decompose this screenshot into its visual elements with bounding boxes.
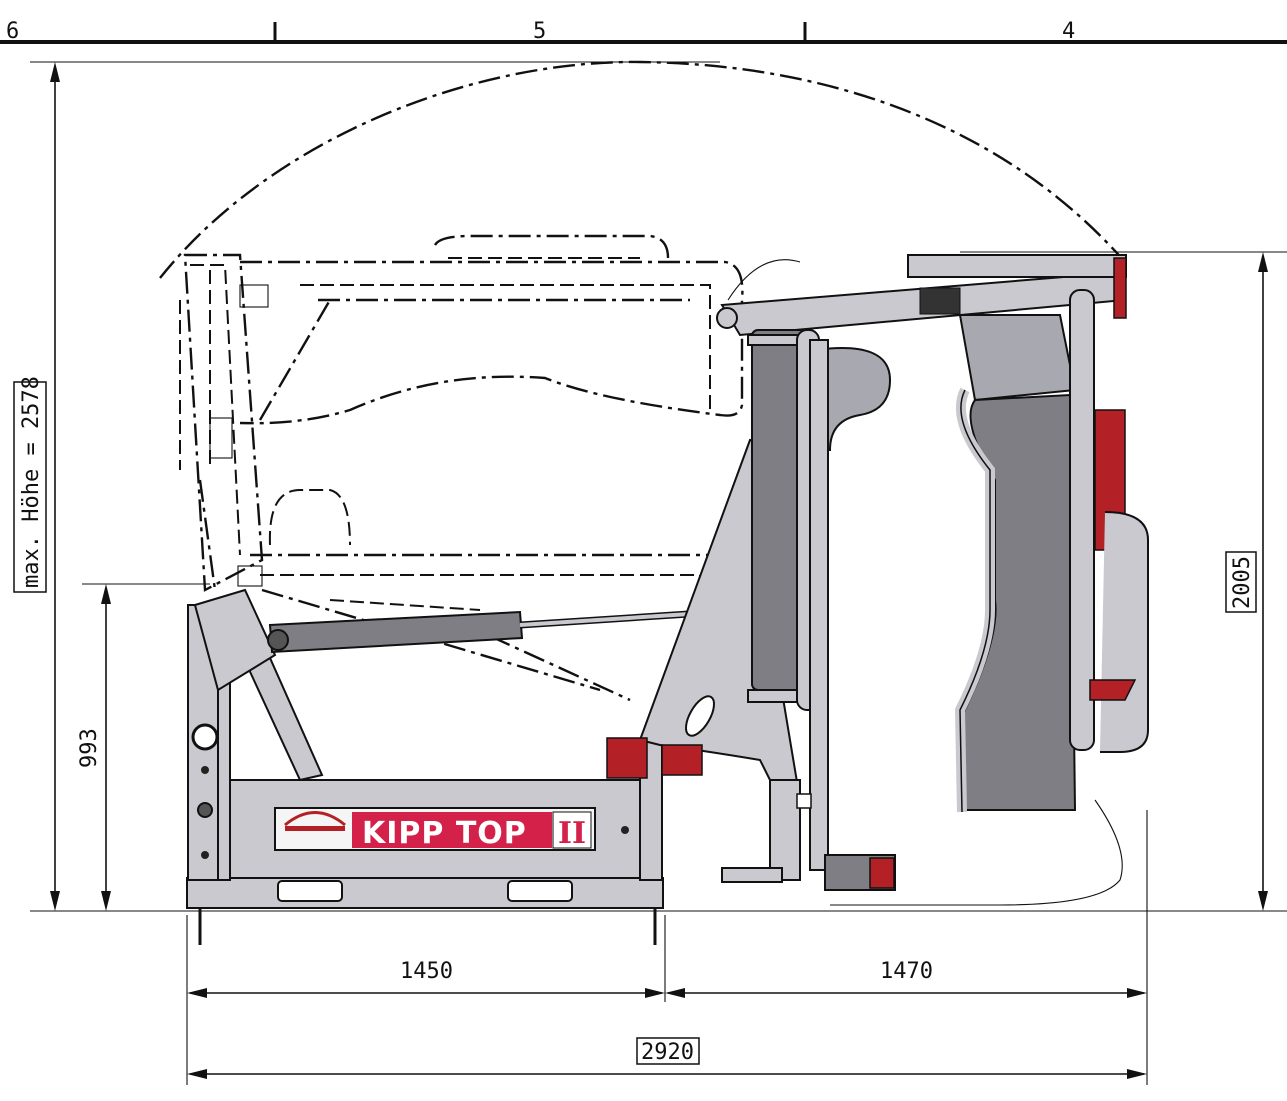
swing-arc (159, 60, 1126, 279)
tilt-unit-front (747, 329, 892, 881)
left-width-label: 1450 (400, 959, 453, 984)
logo-red-band (352, 812, 552, 848)
right-height-label: 2005 (1230, 556, 1255, 609)
max-height-label: max. Höhe = 2578 (19, 376, 44, 588)
zone-marker-5: 5 (533, 19, 546, 44)
zone-ruler: 6 5 4 (0, 19, 1287, 44)
tilt-unit-rear (721, 289, 1149, 906)
total-width-label: 2920 (641, 1040, 694, 1065)
width-dimensions: 1450 1470 2920 (186, 810, 1148, 1085)
lower-height-label: 993 (77, 728, 102, 768)
right-width-label: 1470 (880, 959, 933, 984)
logo-plate: KIPP TOP II (274, 807, 596, 851)
zone-marker-6: 6 (6, 19, 19, 44)
base-beam (186, 877, 664, 909)
logo-roman-numeral: II (558, 816, 586, 851)
height-dimensions: max. Höhe = 2578 993 2005 (13, 61, 1287, 911)
zone-marker-4: 4 (1062, 19, 1075, 44)
logo-product-name: KIPP TOP (362, 816, 527, 851)
